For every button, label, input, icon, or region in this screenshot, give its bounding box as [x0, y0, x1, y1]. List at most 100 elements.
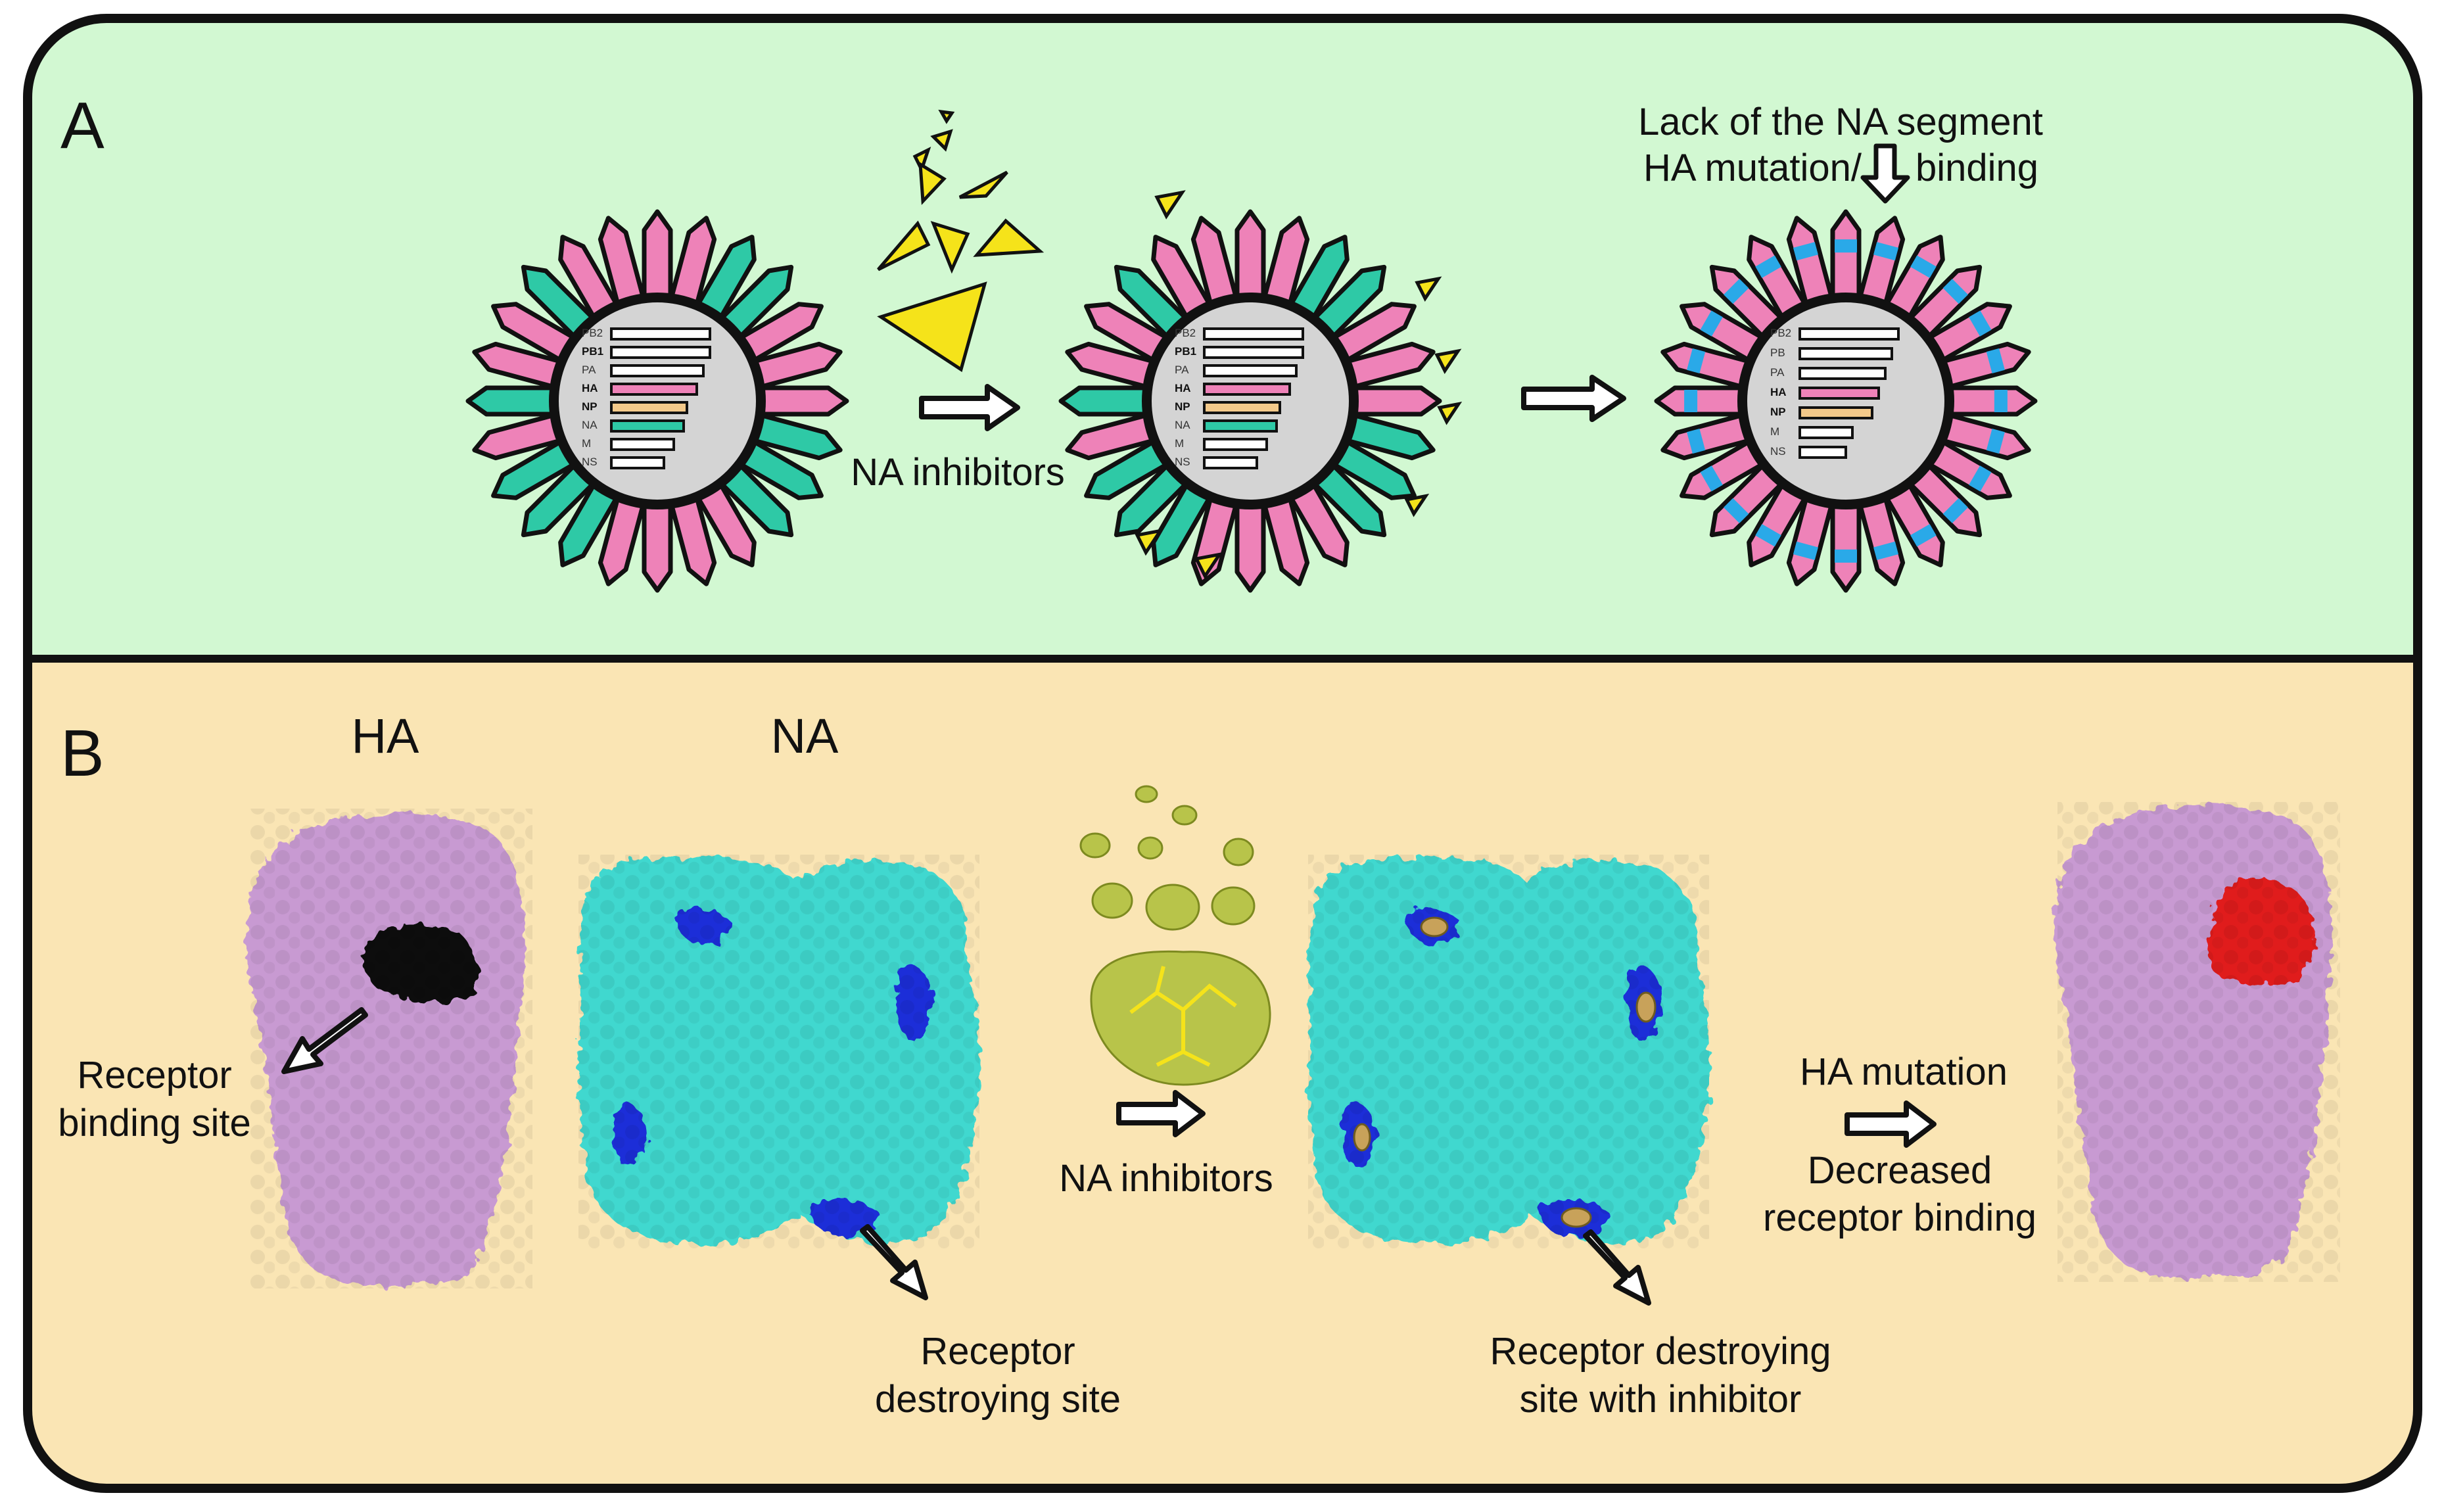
receptor-binding-arrow-icon	[281, 1007, 368, 1074]
arrow-right-icon	[1521, 375, 1626, 422]
segment-bar	[610, 456, 665, 469]
segment-label: HA	[1175, 382, 1191, 394]
decreased-binding-label-1: Decreased	[1808, 1149, 1992, 1192]
receptor-binding-label-1: Receptor	[77, 1054, 231, 1097]
segment-label: NS	[1770, 445, 1786, 458]
segment-label: PB1	[582, 345, 603, 358]
ha-spike	[1346, 385, 1442, 417]
segment-bar	[1203, 419, 1278, 433]
na-protein-with-inhibitor	[1308, 855, 1710, 1249]
mutation-band	[1986, 429, 2005, 454]
panel-b-na-inhibitors-label: NA inhibitors	[1059, 1157, 1273, 1200]
segment-bar	[1203, 438, 1268, 451]
segment-bar	[1203, 346, 1304, 359]
segment-bar	[1203, 456, 1258, 469]
segment-bar	[610, 346, 711, 359]
segment-bar	[610, 401, 688, 414]
segment-label: PA	[582, 364, 596, 376]
decreased-binding-label-2: receptor binding	[1763, 1196, 2036, 1239]
segment-bar	[1203, 383, 1291, 396]
destroying-inhibitor-label-1: Receptor destroying	[1490, 1330, 1831, 1373]
mutation-band	[1969, 465, 1992, 492]
segment-label: PB	[1770, 346, 1785, 359]
panel-b-letter: B	[60, 717, 105, 790]
figure-frame	[23, 14, 2422, 1493]
mutation-band	[1700, 310, 1723, 337]
ha-title: HA	[352, 709, 419, 763]
inhibitor-triangle	[1404, 494, 1430, 517]
segment-label: M	[1770, 425, 1779, 438]
inhibitor-triangle	[877, 220, 931, 272]
segment-label: NP	[582, 400, 598, 413]
arrow-right-icon	[919, 384, 1020, 431]
segment-label: HA	[582, 382, 598, 394]
inhibitor-triangle	[1194, 552, 1223, 580]
inhibitor-triangle	[1437, 402, 1463, 425]
segment-label: M	[1175, 437, 1184, 450]
inhibitor-triangle	[1434, 348, 1462, 374]
destroying-inhibitor-label-2: site with inhibitor	[1520, 1378, 1802, 1421]
segment-bar	[1798, 406, 1873, 419]
panel-a-na-inhibitors-label: NA inhibitors	[851, 451, 1065, 494]
mutation-band	[1835, 239, 1857, 253]
segment-bar	[610, 438, 675, 451]
ha-spike	[642, 497, 673, 593]
mutation-band	[1724, 498, 1749, 523]
inhibitor-triangle	[918, 161, 947, 205]
mutation-band	[1687, 348, 1706, 373]
segment-label: PB2	[582, 327, 603, 339]
segment-bar	[1798, 347, 1893, 360]
mutation-band	[1986, 348, 2005, 373]
ha-spike	[1830, 497, 1862, 593]
segment-label: PB2	[1175, 327, 1196, 339]
na-spike	[1058, 385, 1154, 417]
mutation-band	[1910, 255, 1937, 278]
ha-spike	[1830, 209, 1862, 305]
arrow-down-icon	[1860, 143, 1910, 204]
mutation-band	[1873, 541, 1899, 560]
segment-bar	[610, 327, 711, 341]
segment-label: PB1	[1175, 345, 1196, 358]
receptor-destroying-inhibitor-arrow-icon	[1583, 1229, 1651, 1306]
ha-spike	[1234, 209, 1266, 305]
segment-bar	[1798, 367, 1887, 380]
mutation-band	[1793, 242, 1818, 261]
mutated-ha-protein-structure	[2054, 802, 2340, 1282]
mutation-band	[1942, 498, 1968, 523]
inhibitor-triangle	[1154, 190, 1186, 220]
bound-inhibitor-icon	[1353, 916, 1657, 1228]
mutation-band	[1687, 429, 1706, 454]
panel-a-letter: A	[60, 89, 105, 162]
inhibitor-triangle	[930, 221, 970, 274]
annotation-line-2-right: binding	[1915, 147, 2038, 189]
segment-bar	[1203, 364, 1298, 377]
na-protein-structure	[578, 855, 980, 1249]
receptor-destroying-arrow-icon	[860, 1224, 928, 1300]
segment-label: PA	[1175, 364, 1189, 376]
receptor-destroying-label-1: Receptor	[920, 1330, 1075, 1373]
ha-spike	[1942, 385, 2038, 417]
segment-label: NA	[582, 419, 598, 431]
na-spike	[465, 385, 561, 417]
segment-label: NS	[1175, 456, 1190, 468]
mutation-band	[1873, 242, 1899, 261]
segment-label: PA	[1770, 366, 1785, 379]
inhibitor-molecules	[1079, 785, 1271, 1086]
arrow-right-icon	[1845, 1100, 1937, 1148]
ha-spike	[642, 209, 673, 305]
mutation-band	[1700, 465, 1723, 492]
segment-bar	[610, 419, 685, 433]
ha-spike	[1234, 497, 1266, 593]
inhibitor-triangle	[930, 129, 953, 152]
ha-spike	[753, 385, 849, 417]
receptor-binding-label-2: binding site	[58, 1102, 250, 1145]
inhibitor-cloud	[877, 109, 1045, 372]
inhibitor-triangle	[912, 147, 931, 174]
mutation-band	[1969, 310, 1992, 337]
inhibitor-triangle	[1415, 276, 1442, 302]
